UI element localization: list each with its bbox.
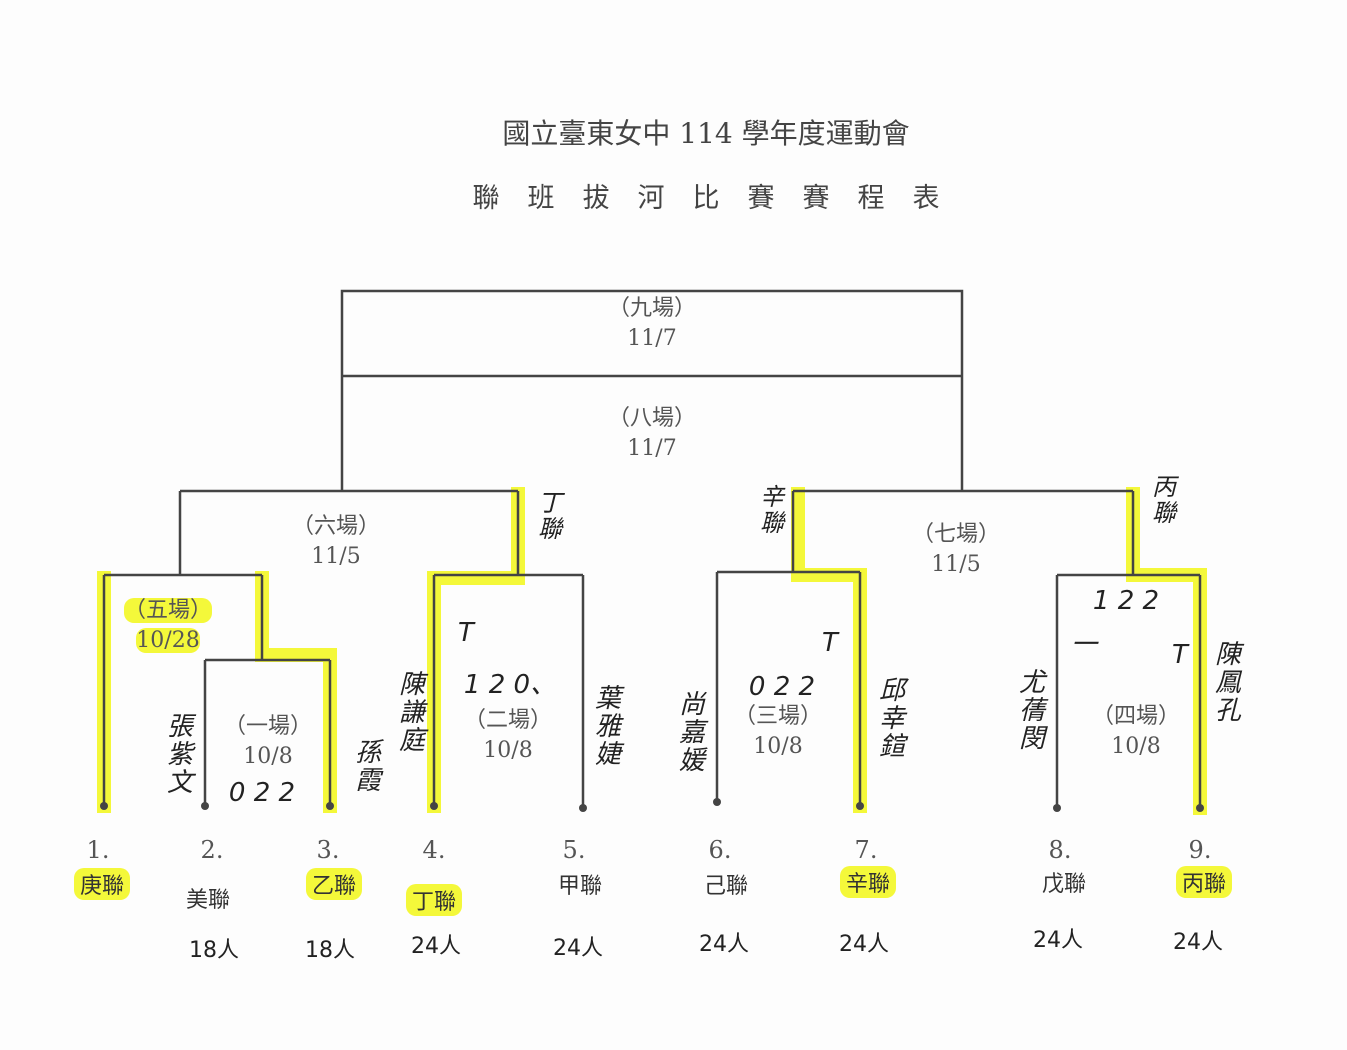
match-date: 10/8	[243, 744, 293, 769]
team-count: 18人	[305, 938, 355, 963]
handwritten-name: 尤蒨閔	[1014, 668, 1045, 752]
match-date: 11/5	[931, 552, 981, 577]
team-number: 4.	[422, 836, 446, 864]
match-1: （一場） 10/8	[224, 712, 312, 772]
handwritten-mark: T	[1172, 640, 1188, 670]
team-number: 9.	[1188, 836, 1212, 864]
match-name: （三場）	[733, 704, 823, 729]
match-date: 11/7	[627, 436, 677, 461]
team-number: 6.	[708, 836, 732, 864]
handwritten-winner: 辛聯	[755, 484, 784, 536]
match-date: 11/5	[311, 544, 361, 569]
document-subtitle: 聯班拔河比賽賽程表	[472, 183, 968, 214]
match-3: （三場） 10/8	[734, 702, 822, 762]
handwritten-score: 1 2 0、	[463, 670, 557, 700]
team-name: 己聯	[703, 874, 749, 899]
team-number: 3.	[316, 836, 340, 864]
team-dots	[100, 798, 1204, 812]
handwritten-name: 尚嘉媛	[674, 690, 705, 774]
match-6: （六場） 11/5	[292, 512, 380, 572]
match-date: 10/8	[1111, 734, 1161, 759]
team-number: 5.	[562, 836, 586, 864]
match-date: 10/8	[753, 734, 803, 759]
team-name: 乙聯	[305, 868, 363, 900]
team-count: 18人	[189, 938, 239, 963]
match-4: （四場） 10/8	[1092, 702, 1180, 762]
handwritten-name: 邱幸鍹	[874, 676, 905, 760]
match-name: （四場）	[1091, 704, 1181, 729]
match-name: （二場）	[463, 708, 553, 733]
bracket-structure	[102, 289, 1202, 808]
document-title: 國立臺東女中 114 學年度運動會	[502, 117, 910, 150]
team-name: 丁聯	[405, 884, 463, 916]
team-count: 24人	[1173, 930, 1223, 955]
match-name: （六場）	[291, 514, 381, 539]
handwritten-mark: T	[458, 618, 474, 648]
team-number: 2.	[200, 836, 224, 864]
match-name: （一場）	[223, 714, 313, 739]
team-count: 24人	[1033, 928, 1083, 953]
handwritten-name: 陳鳳孔	[1210, 640, 1241, 724]
team-count: 24人	[553, 936, 603, 961]
team-name: 美聯	[185, 888, 231, 913]
match-date: 10/8	[483, 738, 533, 763]
handwritten-mark: T	[822, 628, 838, 658]
match-date: 10/28	[136, 628, 200, 653]
handwritten-winner: 丁聯	[533, 490, 562, 542]
handwritten-name: 孫霞	[350, 738, 381, 794]
match-date: 11/7	[627, 326, 677, 351]
match-name: （九場）	[607, 296, 697, 321]
match-9: （九場） 11/7	[608, 294, 696, 354]
handwritten-score: 0 2 2	[228, 778, 296, 808]
handwritten-score: 0 2 2	[748, 672, 816, 702]
team-name: 戊聯	[1041, 872, 1087, 897]
match-name: （八場）	[607, 406, 697, 431]
team-number: 7.	[854, 836, 878, 864]
team-number: 8.	[1048, 836, 1072, 864]
handwritten-name: 葉雅婕	[590, 684, 621, 768]
team-number: 1.	[86, 836, 110, 864]
match-5: （五場） 10/28	[123, 596, 213, 656]
team-name: 丙聯	[1175, 866, 1233, 898]
handwritten-name: 陳謙庭	[394, 670, 425, 754]
match-2: （二場） 10/8	[464, 706, 552, 766]
team-name: 甲聯	[557, 874, 603, 899]
team-name: 辛聯	[839, 866, 897, 898]
match-8: （八場） 11/7	[608, 404, 696, 464]
handwritten-winner: 丙聯	[1147, 474, 1176, 526]
team-count: 24人	[839, 932, 889, 957]
team-count: 24人	[699, 932, 749, 957]
handwritten-name: 張紫文	[162, 712, 193, 796]
match-7: （七場） 11/5	[912, 520, 1000, 580]
handwritten-score: 1 2 2	[1092, 586, 1160, 616]
team-name: 庚聯	[73, 868, 131, 900]
team-count: 24人	[411, 934, 461, 959]
match-name: （五場）	[123, 598, 213, 623]
match-name: （七場）	[911, 522, 1001, 547]
handwritten-mark: 一	[1070, 630, 1098, 660]
